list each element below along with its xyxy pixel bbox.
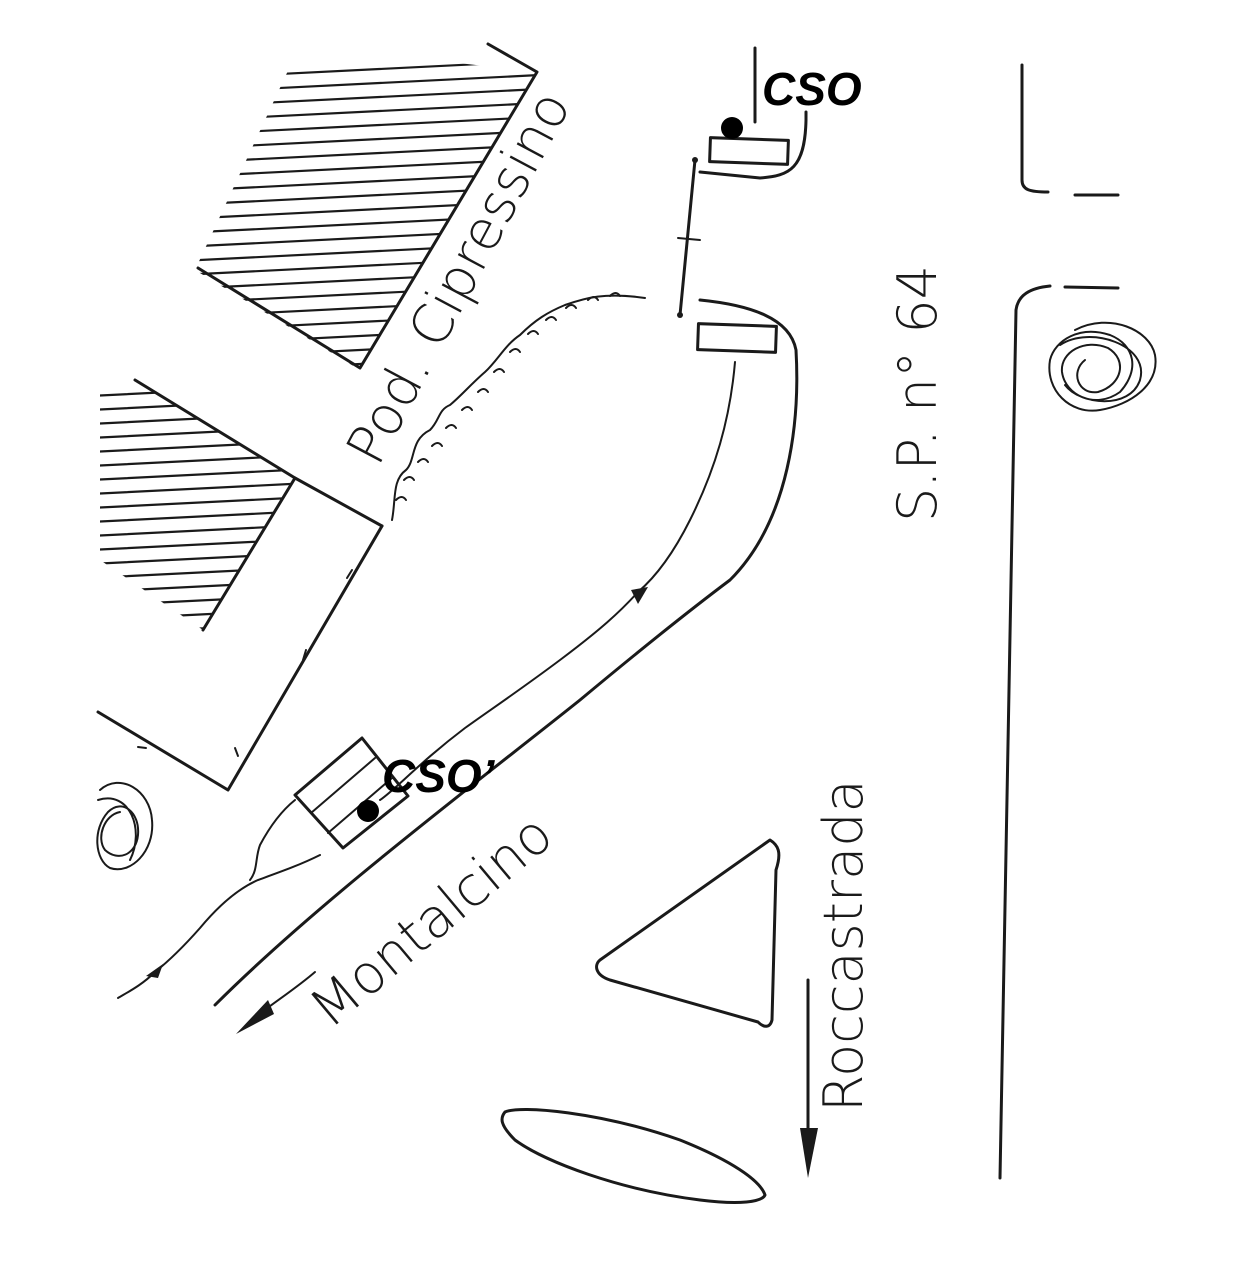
hatch-line	[100, 509, 295, 523]
road-cipressino-edges	[96, 476, 384, 792]
access-road	[213, 46, 808, 1007]
building-hatched-west	[95, 378, 310, 648]
hatch-line	[100, 593, 295, 607]
footpath-wavy	[391, 292, 646, 521]
hatch-line	[100, 467, 295, 481]
hatch-line	[100, 551, 295, 565]
hatch-line	[100, 453, 295, 467]
gate-barrier	[677, 157, 701, 318]
hatch-line	[100, 565, 295, 579]
road-montalcino	[236, 971, 316, 1034]
traffic-island-ellipse	[500, 1107, 767, 1204]
tree-scribble-east	[1048, 321, 1157, 412]
hatch-line	[100, 439, 295, 453]
label-road-montalcino: Montalcino	[298, 802, 565, 1040]
hatch-line	[195, 324, 537, 347]
label-road-sp64: S.P. n° 64	[886, 265, 949, 522]
hatch-line	[100, 397, 295, 411]
traffic-island-triangle	[595, 838, 781, 1028]
hatch-line	[100, 425, 295, 439]
hatch-line	[100, 481, 295, 495]
label-cso: CSO	[762, 63, 862, 115]
hatch-line	[100, 495, 295, 509]
cso-marker	[721, 117, 743, 139]
roccastrada-direction-arrow	[800, 978, 818, 1178]
hatch-line	[100, 607, 295, 621]
hatch-line	[100, 523, 295, 537]
flow-path	[117, 361, 736, 999]
label-road-roccastrada: Roccastrada	[812, 779, 875, 1112]
hatch-line	[100, 537, 295, 551]
hatch-line	[95, 637, 310, 648]
label-cso-prime: CSO’	[382, 750, 496, 802]
tree-scribble-west	[96, 781, 154, 871]
hatch-line	[195, 296, 537, 319]
road-sp64-east-edges	[998, 63, 1120, 1180]
hatch-line	[195, 310, 537, 333]
hatch-line	[100, 383, 295, 397]
hatch-line	[100, 579, 295, 593]
cso-prime-marker	[357, 800, 379, 822]
